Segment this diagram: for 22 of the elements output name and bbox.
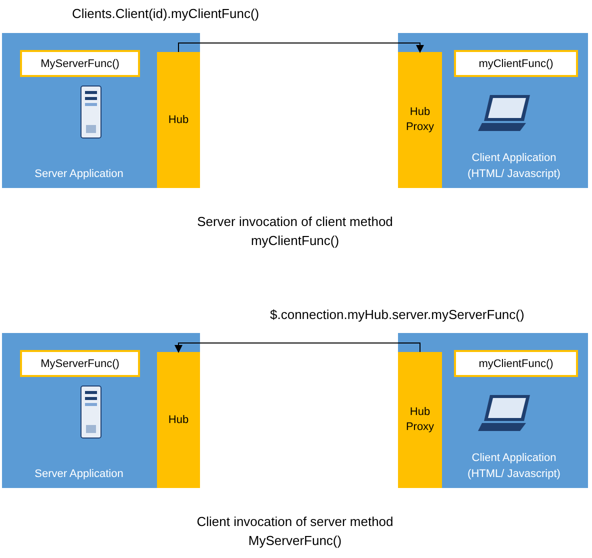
- hub-bar: Hub Proxy: [398, 352, 442, 488]
- application-label: Client Application (HTML/ Javascript): [466, 151, 562, 182]
- arrow: [174, 342, 420, 353]
- hub-bar: Hub Proxy: [398, 52, 442, 188]
- caption: Server invocation of client method myClientFunc(): [196, 213, 394, 250]
- application-box: [2, 333, 200, 488]
- function-box: myClientFunc(): [454, 350, 578, 377]
- application-box: [398, 33, 588, 188]
- application-box: [398, 333, 588, 488]
- edge-label: Clients.Client(id).myClientFunc(): [72, 6, 260, 21]
- hub-bar: Hub: [157, 52, 200, 188]
- application-label: Server Application: [34, 167, 124, 182]
- hub-bar: Hub: [157, 352, 200, 488]
- application-label: Client Application (HTML/ Javascript): [466, 451, 562, 482]
- caption: Client invocation of server method MyServerFunc(): [196, 513, 394, 550]
- edge-label: $.connection.myHub.server.myServerFunc(): [270, 307, 524, 322]
- function-box: myClientFunc(): [454, 50, 578, 77]
- application-label: Server Application: [34, 467, 124, 482]
- function-box: MyServerFunc(): [20, 50, 140, 77]
- function-box: MyServerFunc(): [20, 350, 140, 377]
- application-box: [2, 33, 200, 188]
- arrow: [178, 42, 424, 53]
